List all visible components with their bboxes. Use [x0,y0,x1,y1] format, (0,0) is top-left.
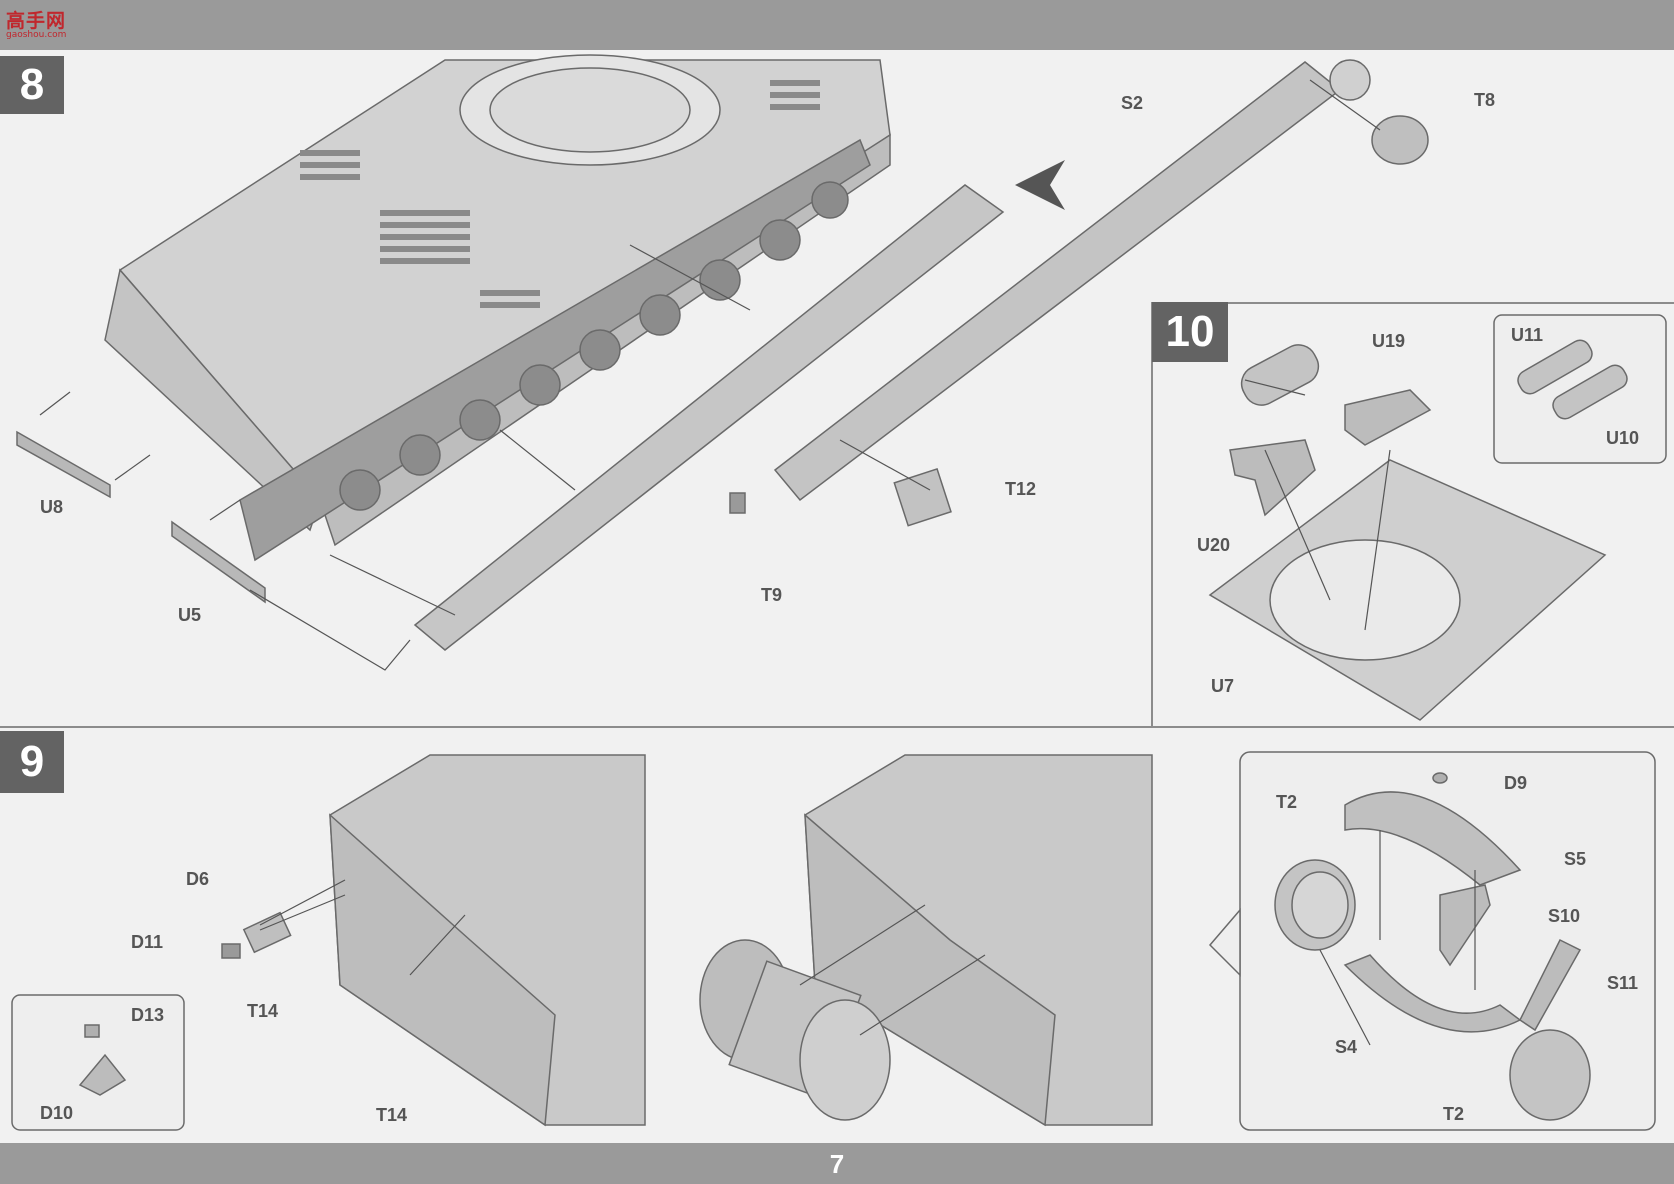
part-u19-tube [1240,344,1320,406]
logo-url: gaoshou.com [6,30,67,40]
label-d10: D10 [40,1103,74,1123]
part-u20 [1229,439,1316,517]
part-u19 [1344,389,1432,446]
part-u5 [171,520,266,604]
part-d13 [84,1024,100,1038]
label-s2: S2 [1121,93,1144,113]
step-9-badge: 9 [0,731,64,793]
label-d13: D13 [131,1005,165,1025]
label-u8: U8 [40,497,64,517]
part-d10 [78,1053,127,1096]
part-t12 [893,468,952,527]
fuel-drum-2 [799,999,891,1121]
label-s5: S5 [1564,849,1587,869]
part-t2-bottom [1509,1029,1591,1121]
part-t8 [1371,115,1429,165]
hull-front-plate [104,268,321,532]
label-t8: T8 [1474,90,1496,110]
label-t9: T9 [761,585,783,605]
page-number: 7 [829,1149,845,1179]
label-u19: U19 [1372,331,1406,351]
part-s5 [1344,791,1522,886]
label-u5: U5 [178,605,202,625]
label-s11: S11 [1607,973,1639,993]
label-t14-upper: T14 [247,1001,279,1021]
label-t14-lower: T14 [376,1105,408,1125]
track-run [239,138,871,562]
part-d9 [1432,772,1448,784]
engine-grille [300,80,820,308]
label-t2-top: T2 [1276,792,1298,812]
side-skirt [413,184,1005,651]
site-logo: 高手网 gaoshou.com [4,4,70,42]
label-d11: D11 [131,932,164,952]
label-s4: S4 [1335,1037,1358,1057]
top-bar: 高手网 gaoshou.com [0,0,1674,50]
label-s10: S10 [1548,906,1581,926]
divider-step9-top [0,726,1674,728]
label-u11: U11 [1511,325,1544,345]
label-u10: U10 [1606,428,1640,448]
view-direction-arrow [1015,160,1065,210]
label-t2-bottom: T2 [1443,1104,1465,1124]
part-d6 [242,911,292,954]
part-s11 [1519,938,1582,1032]
label-d9: D9 [1504,773,1528,793]
step-10-badge: 10 [1152,302,1228,362]
bottom-bar: 7 [0,1143,1674,1184]
label-t12: T12 [1005,479,1037,499]
label-u20: U20 [1197,535,1231,555]
part-t9 [729,492,746,514]
label-d6: D6 [186,869,210,889]
divider-step10-top [1151,302,1674,304]
part-u8 [16,430,111,499]
part-s10 [1439,884,1491,967]
logo-text: 高手网 [6,10,67,32]
part-d11 [221,943,241,959]
label-u7: U7 [1211,676,1235,696]
divider-step10-left [1151,302,1153,726]
step-8-badge: 8 [0,56,64,114]
